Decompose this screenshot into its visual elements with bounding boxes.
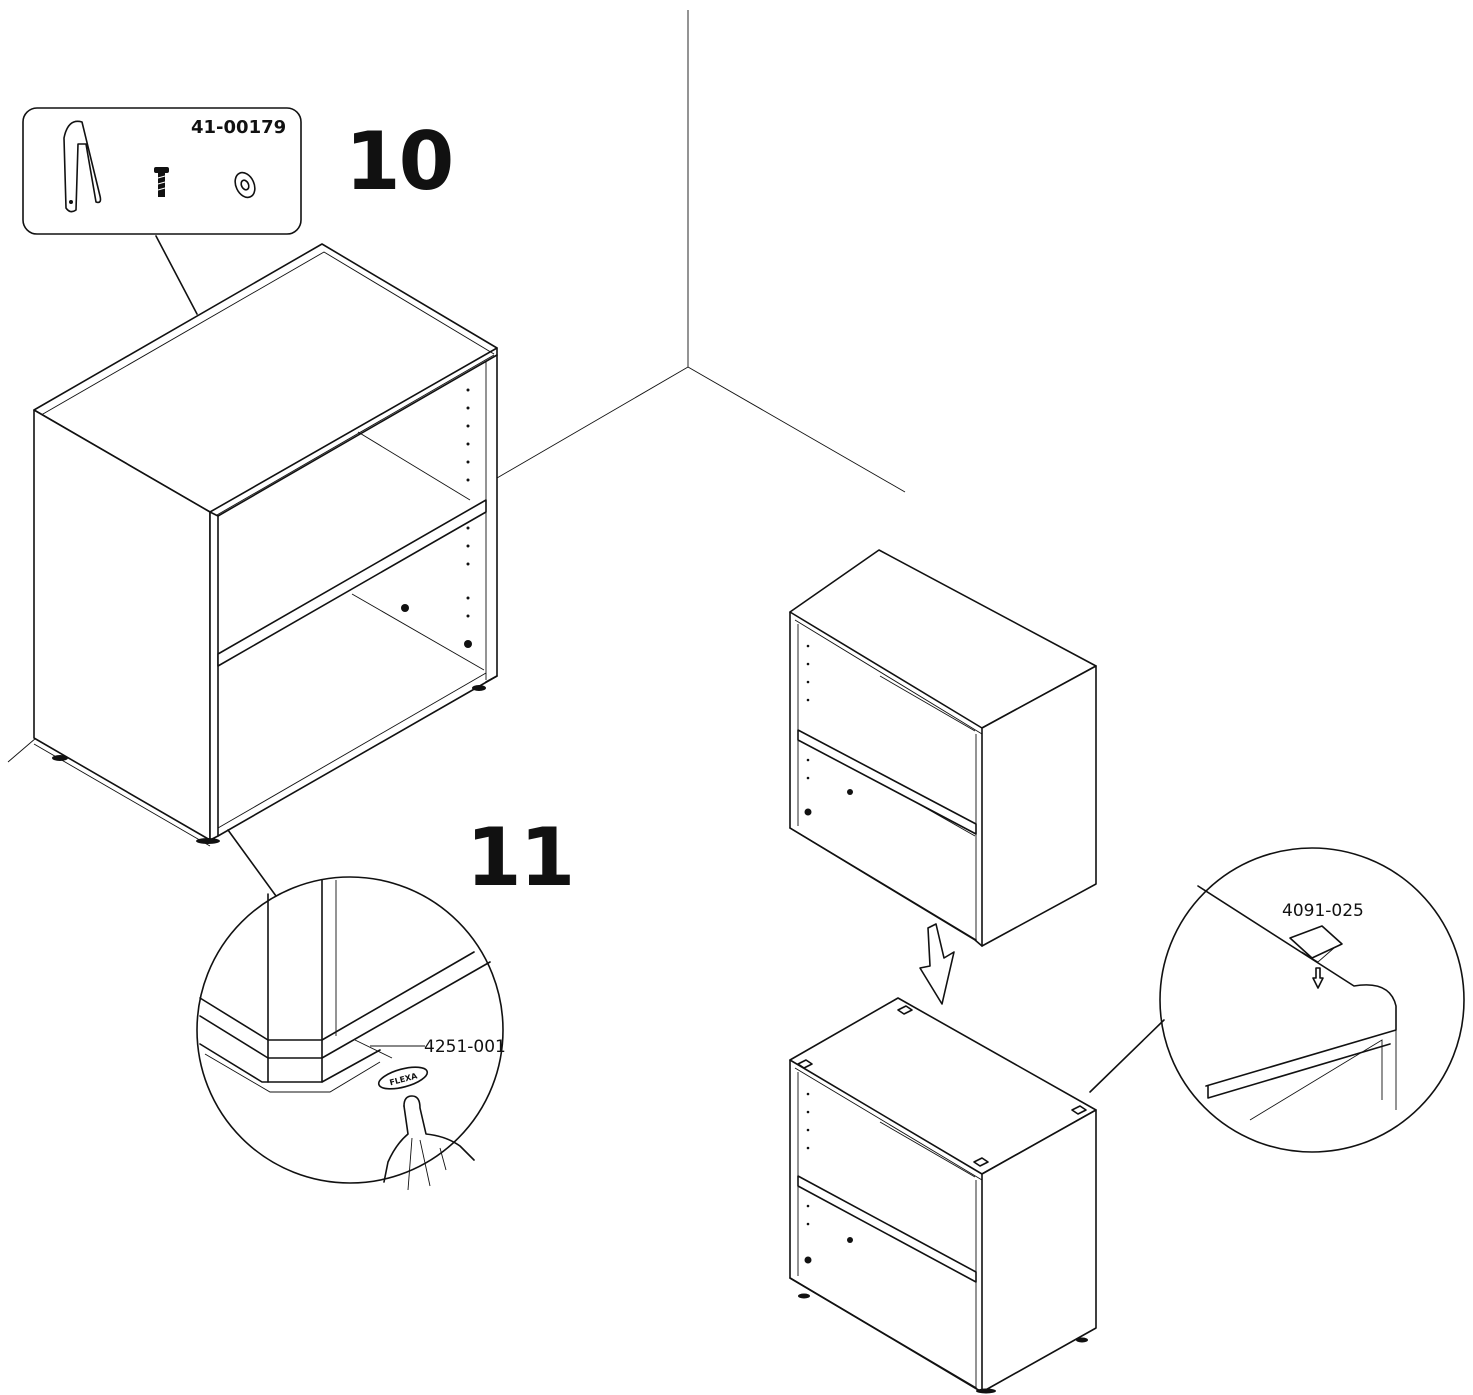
flexa-pad-part-number: 4251-001 bbox=[424, 1037, 506, 1057]
flexa-detail-circle: FLEXA bbox=[196, 876, 504, 1191]
upper-cabinet bbox=[789, 549, 1097, 947]
shelf-pin-holes bbox=[401, 388, 472, 648]
felt-pad-part-number: 4091-025 bbox=[1282, 901, 1364, 921]
hardware-kit-part-number: 41-00179 bbox=[191, 117, 287, 138]
hardware-callout bbox=[22, 107, 302, 315]
down-arrow-icon bbox=[919, 923, 955, 1005]
flexa-pad-icon: FLEXA bbox=[377, 1066, 429, 1090]
screw-icon bbox=[154, 167, 169, 197]
washer-icon bbox=[234, 171, 256, 199]
lower-cabinet bbox=[789, 997, 1165, 1394]
wall-strap-icon bbox=[63, 120, 102, 213]
room-corner bbox=[7, 10, 906, 763]
step-number-10: 10 bbox=[345, 115, 454, 208]
felt-pads bbox=[797, 1005, 1087, 1167]
main-cabinet bbox=[33, 243, 498, 897]
step-number-11: 11 bbox=[466, 811, 575, 904]
felt-pad-detail-circle bbox=[1159, 847, 1465, 1153]
hand-press-icon bbox=[383, 1095, 475, 1191]
